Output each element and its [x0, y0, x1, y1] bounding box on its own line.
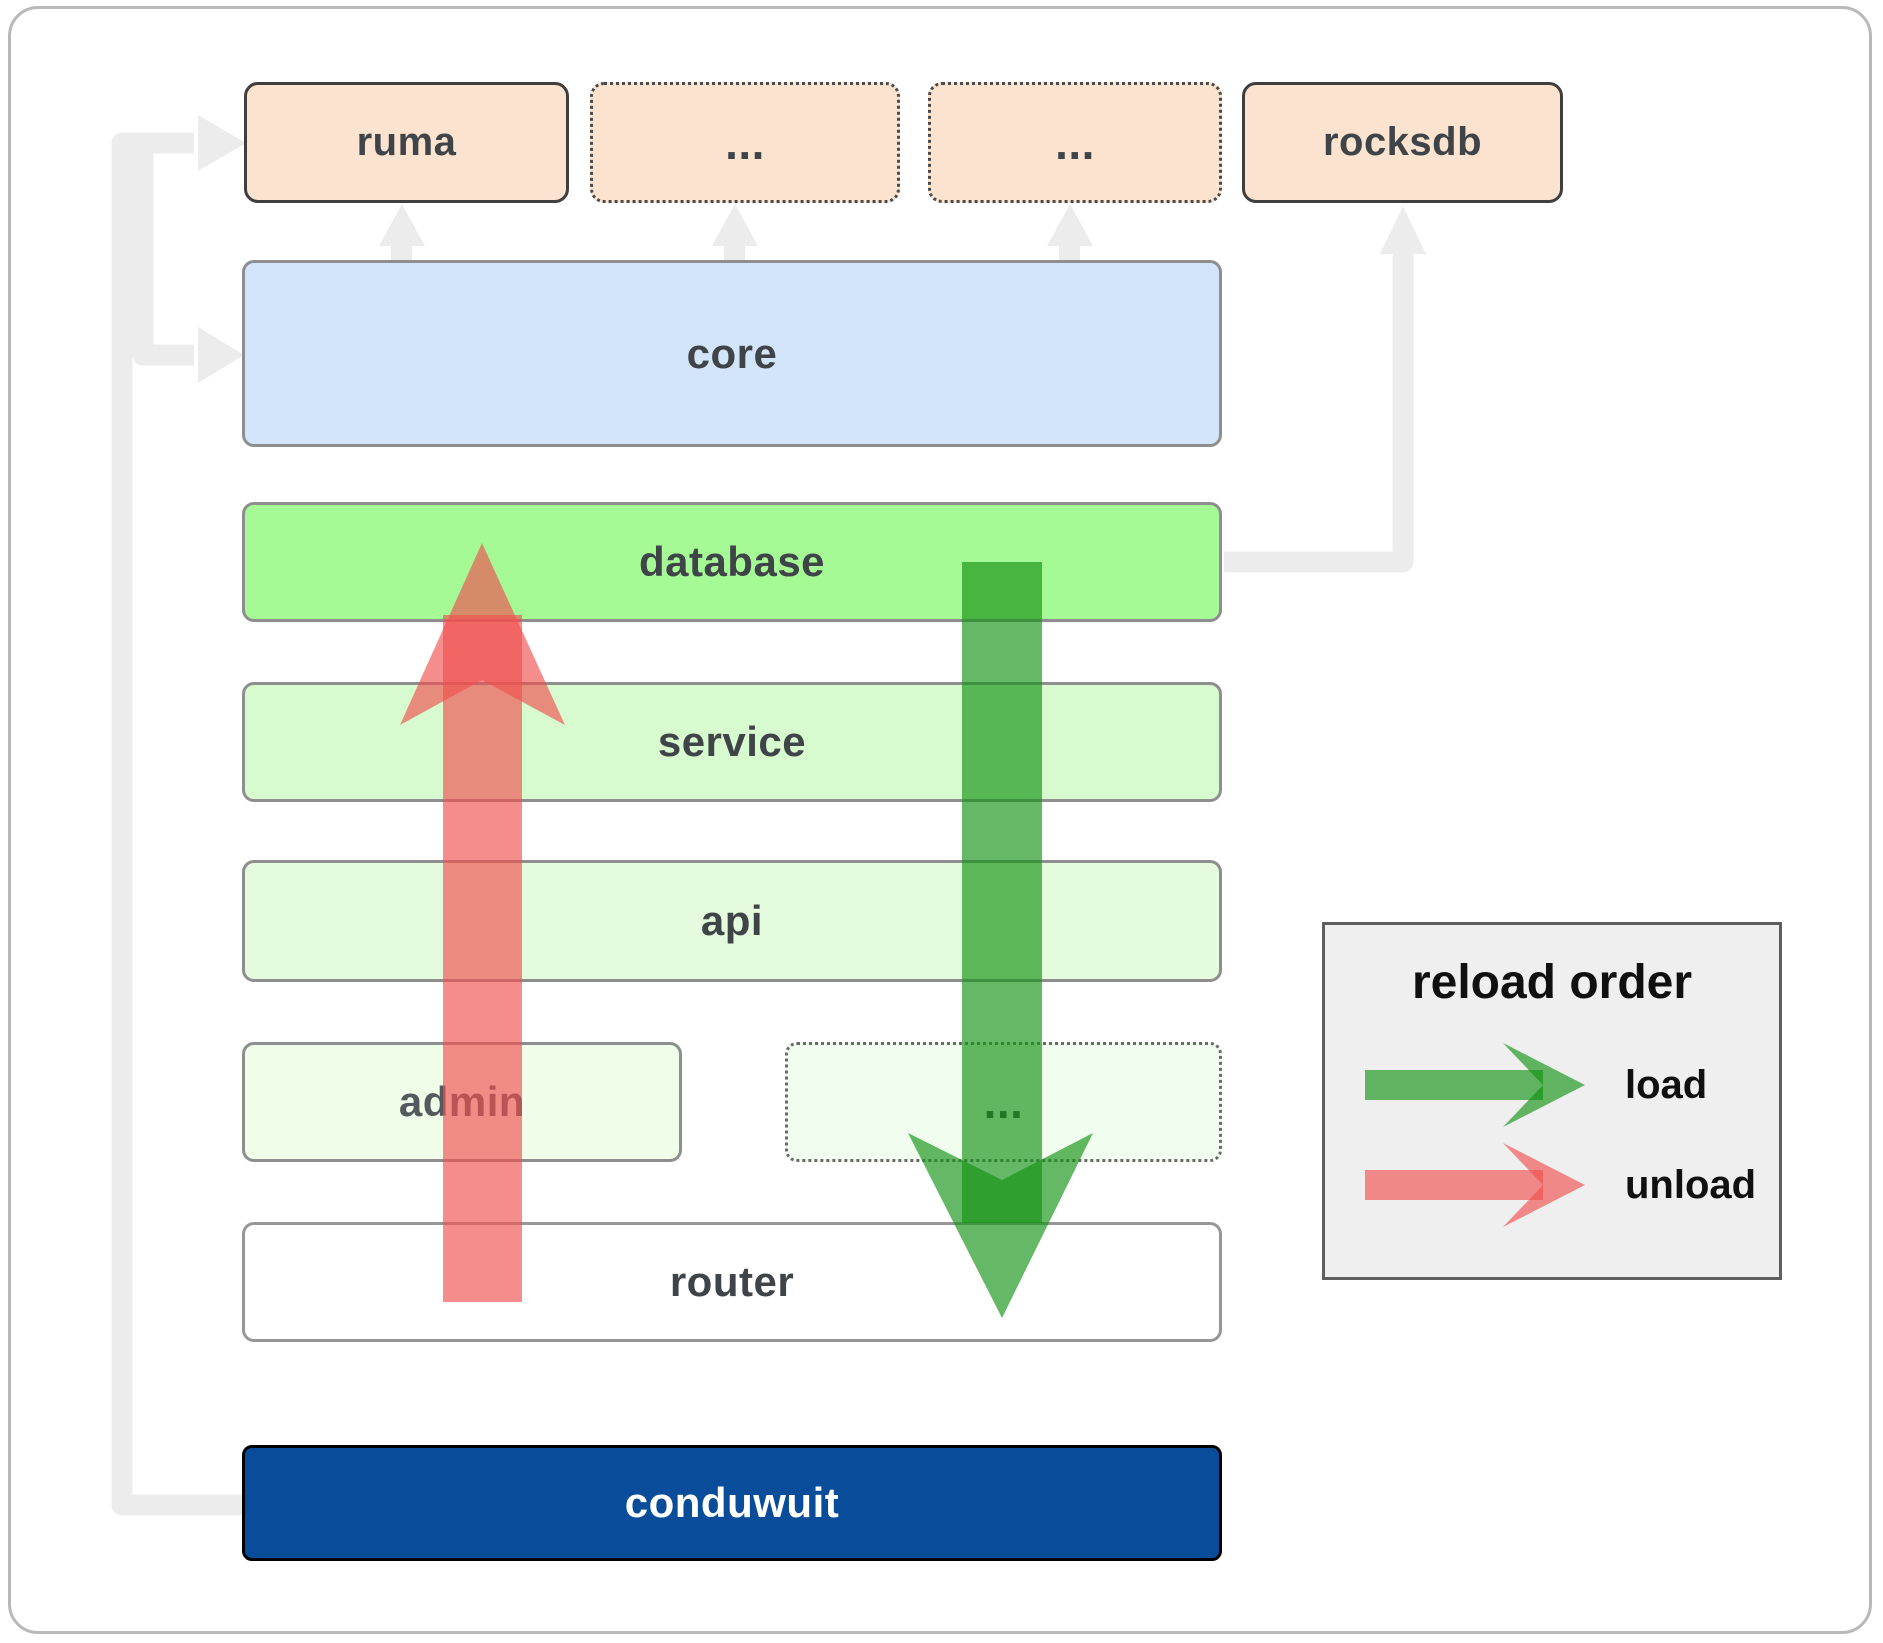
node-service: service — [242, 682, 1222, 802]
node-database-label: database — [638, 538, 826, 585]
node-admin-label: admin — [398, 1078, 526, 1125]
node-more-services-label: ... — [983, 1076, 1024, 1128]
node-external-crate-2-label: ... — [1055, 116, 1095, 169]
legend-unload-arrow-icon — [1365, 1143, 1585, 1227]
node-api-label: api — [700, 897, 764, 944]
node-router: router — [242, 1222, 1222, 1342]
node-rocksdb-label: rocksdb — [1322, 120, 1483, 164]
node-external-crate-2: ... — [928, 82, 1222, 203]
node-rocksdb: rocksdb — [1242, 82, 1563, 203]
legend-arrows — [1365, 1043, 1585, 1227]
node-ruma-label: ruma — [356, 120, 457, 164]
node-conduwuit-label: conduwuit — [624, 1479, 840, 1526]
legend-load-label: load — [1625, 1063, 1708, 1107]
node-core: core — [242, 260, 1222, 447]
legend-load-arrow-icon — [1365, 1043, 1585, 1127]
diagram-outer-border — [8, 6, 1872, 1634]
node-admin: admin — [242, 1042, 682, 1162]
node-router-label: router — [669, 1258, 795, 1305]
legend: reload order load unload — [1322, 922, 1782, 1280]
node-service-label: service — [657, 718, 807, 765]
node-conduwuit: conduwuit — [242, 1445, 1222, 1561]
node-external-crate-1: ... — [590, 82, 900, 203]
node-external-crate-1-label: ... — [725, 116, 765, 169]
node-api: api — [242, 860, 1222, 982]
legend-unload-label: unload — [1625, 1163, 1757, 1207]
node-database: database — [242, 502, 1222, 622]
node-more-services: ... — [785, 1042, 1222, 1162]
node-ruma: ruma — [244, 82, 569, 203]
legend-title: reload order — [1411, 956, 1693, 1009]
node-core-label: core — [686, 329, 778, 377]
